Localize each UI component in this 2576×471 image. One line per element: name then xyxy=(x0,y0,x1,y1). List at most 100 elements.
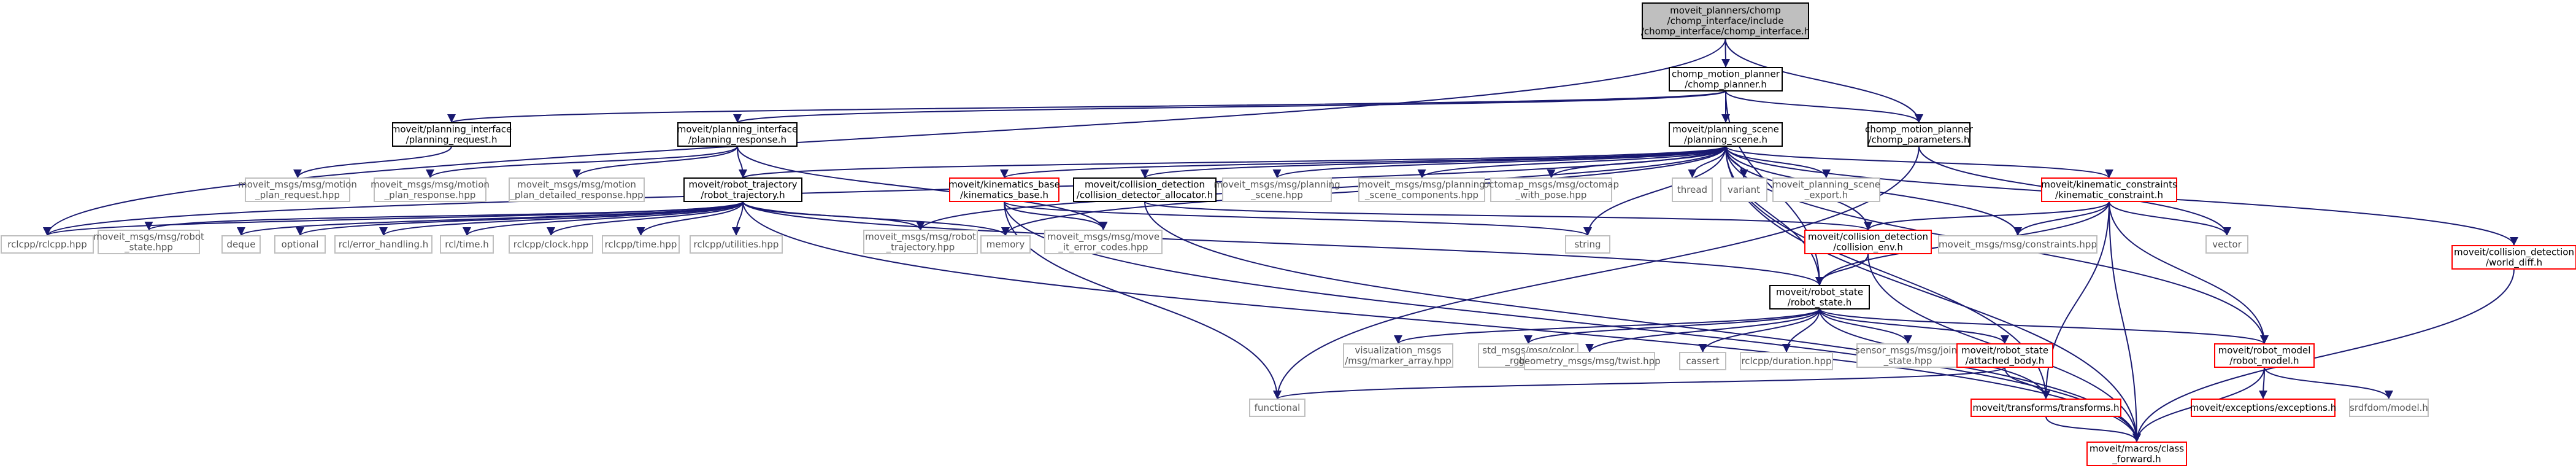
node-chomp_params[interactable]: chomp_motion_planner/chomp_parameters.h xyxy=(1865,122,1974,147)
node-exceptions[interactable]: moveit/exceptions/exceptions.h xyxy=(2190,399,2337,417)
edge-planning_scene-to-rclcpp xyxy=(43,146,1726,236)
node-label-line: moveit/planning_interface xyxy=(391,124,512,136)
edge-chomp_planner-to-planning_request xyxy=(447,90,1726,123)
node-label-line: rclcpp/time.hpp xyxy=(605,239,677,250)
node-box xyxy=(690,235,783,254)
node-label-line: moveit_msgs/msg/planning xyxy=(1213,179,1340,191)
node-box xyxy=(1720,177,1767,202)
node-box xyxy=(2041,177,2177,202)
node-label-line: moveit/planning_interface xyxy=(677,124,798,136)
node-box xyxy=(221,235,261,254)
node-root[interactable]: moveit_planners/chomp/chomp_interface/in… xyxy=(1641,2,1810,39)
node-label-line: moveit/robot_model xyxy=(2218,345,2311,357)
node-twist: geometry_msgs/msg/twist.hpp xyxy=(1518,352,1661,370)
node-chomp_planner[interactable]: chomp_motion_planner/chomp_planner.h xyxy=(1669,67,1783,91)
node-box xyxy=(980,235,1031,254)
node-label-line: moveit/collision_detection xyxy=(1808,232,1928,243)
node-motion_plan_request: moveit_msgs/msg/motion_plan_request.hpp xyxy=(238,177,357,202)
node-memory: memory xyxy=(980,235,1031,254)
edge-kinematics_base-to-move_it_error_codes xyxy=(1004,201,1108,231)
node-box xyxy=(2205,235,2248,254)
node-box xyxy=(2349,399,2429,417)
node-label-line: /chomp_planner.h xyxy=(1685,79,1767,91)
node-label-line: /attached_body.h xyxy=(1966,356,2044,367)
node-label-line: moveit_msgs/msg/motion xyxy=(238,179,357,191)
node-deque: deque xyxy=(221,235,261,254)
node-label-line: /collision_env.h xyxy=(1833,242,1903,254)
node-robot_model[interactable]: moveit/robot_model/robot_model.h xyxy=(2214,343,2315,368)
node-attached_body[interactable]: moveit/robot_state/attached_body.h xyxy=(1956,343,2053,368)
node-kinematic_constraint[interactable]: moveit/kinematic_constraints/kinematic_c… xyxy=(2041,177,2177,202)
node-label-line: /robot_model.h xyxy=(2229,356,2299,367)
node-label-line: _forward.h xyxy=(2112,454,2161,465)
node-collision_allocator[interactable]: moveit/collision_detection/collision_det… xyxy=(1073,177,1217,202)
node-box xyxy=(1343,343,1453,368)
node-label-line: /kinematic_constraint.h xyxy=(2055,190,2163,201)
node-box xyxy=(1073,177,1217,202)
node-label-line: moveit/exceptions/exceptions.h xyxy=(2190,402,2337,413)
edge-robot_state-to-attached_body xyxy=(1819,308,2009,344)
node-box xyxy=(2451,245,2576,270)
node-label-line: moveit_msgs/msg/move xyxy=(1047,232,1159,243)
edge-planning_response-to-motion_plan_response xyxy=(426,146,738,179)
node-rclcpp: rclcpp/rclcpp.hpp xyxy=(1,235,94,254)
node-robot_trajectory[interactable]: moveit/robot_trajectory/robot_trajectory… xyxy=(683,177,802,202)
node-label-line: /planning_scene.h xyxy=(1684,134,1767,146)
node-class_forward[interactable]: moveit/macros/class_forward.h xyxy=(2086,442,2187,466)
node-box xyxy=(2086,442,2187,466)
node-label-line: /world_diff.h xyxy=(2486,257,2542,269)
node-label-line: thread xyxy=(1677,184,1707,195)
node-optional: optional xyxy=(274,235,326,254)
node-label-line: sensor_msgs/msg/joint xyxy=(1855,345,1961,357)
node-label-line: /robot_trajectory.h xyxy=(701,190,785,201)
node-label-line: moveit_msgs/msg/planning xyxy=(1358,179,1485,191)
edge-robot_state-to-marker_array xyxy=(1394,308,1820,344)
node-transforms[interactable]: moveit/transforms/transforms.h xyxy=(1970,399,2121,417)
node-planning_request[interactable]: moveit/planning_interface/planning_reque… xyxy=(391,122,512,147)
edge-collision_allocator-to-collision_env xyxy=(1144,201,1872,231)
edge-chomp_planner-to-chomp_params xyxy=(1725,90,1923,123)
node-robot_state[interactable]: moveit/robot_state/robot_state.h xyxy=(1769,285,1870,309)
node-box xyxy=(1222,177,1332,202)
node-rclcpp_time: rclcpp/time.hpp xyxy=(602,235,680,254)
node-label-line: vector xyxy=(2212,239,2242,250)
node-box xyxy=(2214,343,2315,368)
node-label-line: visualization_msgs xyxy=(1355,345,1442,357)
node-label-line: moveit/robot_state xyxy=(1961,345,2048,357)
node-world_diff[interactable]: moveit/collision_detection/world_diff.h xyxy=(2451,245,2576,270)
node-srdfdom: srdfdom/model.h xyxy=(2349,399,2429,417)
edge-collision_env-to-robot_state xyxy=(1815,253,1869,286)
node-rclcpp_clock: rclcpp/clock.hpp xyxy=(509,235,593,254)
node-label-line: _plan_detailed_response.hpp xyxy=(509,190,643,201)
edge-attached_body-to-functional xyxy=(1273,367,2005,400)
node-label-line: octomap_msgs/msg/octomap xyxy=(1483,179,1619,191)
edge-planning_scene-to-class_forward xyxy=(1725,146,2141,443)
edge-robot_state-to-cassert xyxy=(1698,308,1820,353)
node-label-line: /chomp_interface/include xyxy=(1667,15,1784,27)
edge-planning_scene-to-planning_scene_components xyxy=(1417,146,1726,179)
node-planning_scene[interactable]: moveit/planning_scene/planning_scene.h xyxy=(1669,122,1783,147)
node-box xyxy=(683,177,802,202)
node-label-line: functional xyxy=(1255,402,1301,413)
node-motion_plan_detailed: moveit_msgs/msg/motion_plan_detailed_res… xyxy=(509,177,645,202)
node-label-line: moveit/planning_scene xyxy=(1672,124,1779,136)
edge-planning_scene-to-robot_trajectory xyxy=(739,146,1726,179)
node-label-line: geometry_msgs/msg/twist.hpp xyxy=(1518,356,1660,367)
edges-layer xyxy=(43,38,2518,443)
node-kinematics_base[interactable]: moveit/kinematics_base/kinematics_base.h xyxy=(948,177,1060,202)
node-variant: variant xyxy=(1720,177,1767,202)
node-label-line: _it_error_codes.hpp xyxy=(1058,242,1148,254)
node-collision_env[interactable]: moveit/collision_detection/collision_env… xyxy=(1804,230,1932,254)
node-box xyxy=(1669,67,1783,91)
node-string: string xyxy=(1565,235,1610,254)
node-box xyxy=(509,235,593,254)
node-box xyxy=(374,177,486,202)
node-planning_response[interactable]: moveit/planning_interface/planning_respo… xyxy=(677,122,798,147)
edge-robot_state-to-rclcpp_duration xyxy=(1782,308,1820,353)
edge-planning_scene-to-collision_allocator xyxy=(1140,146,1726,179)
node-label-line: moveit_msgs/msg/motion xyxy=(371,179,490,191)
node-box xyxy=(602,235,680,254)
node-box xyxy=(1249,399,1305,417)
node-label-line: /kinematics_base.h xyxy=(960,190,1048,201)
edge-planning_response-to-robot_trajectory xyxy=(737,146,747,179)
